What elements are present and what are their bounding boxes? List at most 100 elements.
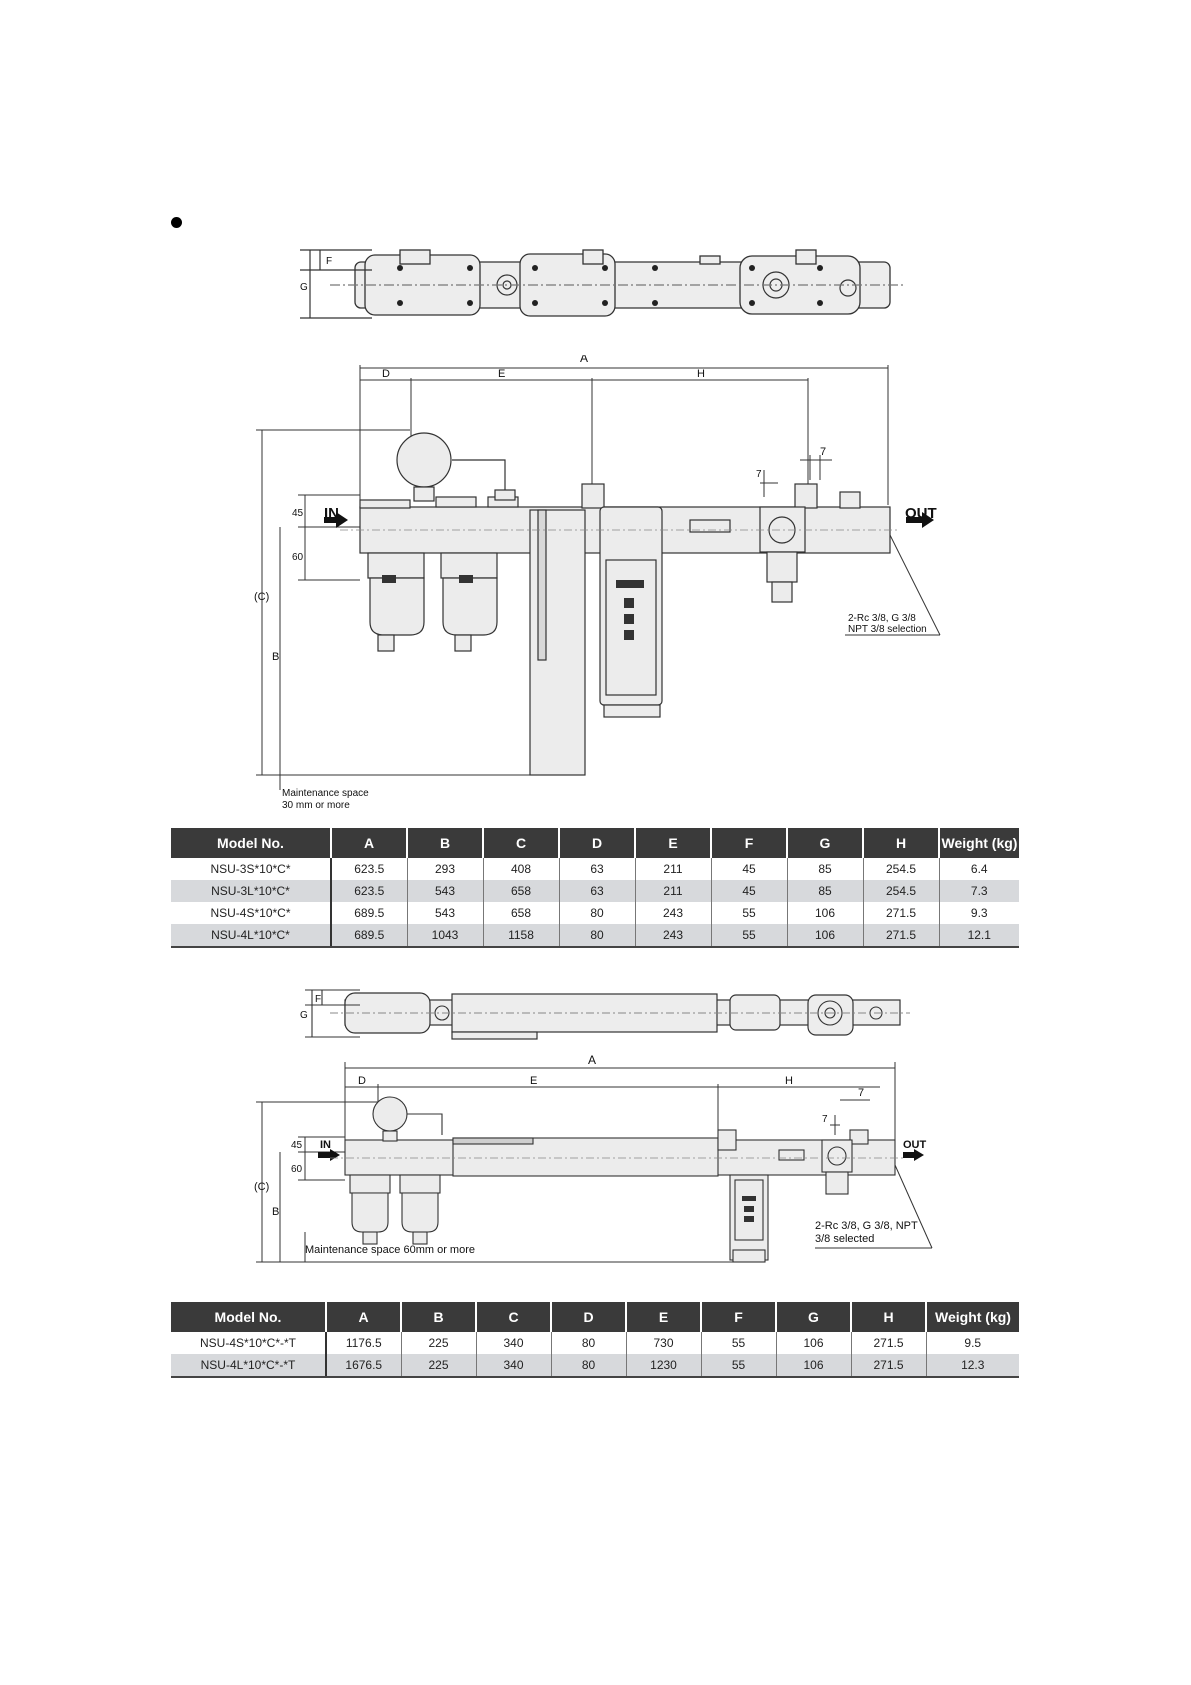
dim-C-label: (C) — [254, 591, 269, 603]
dimension-cell: 1176.5 — [326, 1332, 402, 1354]
dimension-cell: 12.3 — [926, 1354, 1019, 1378]
dim-7-label: 7 — [820, 446, 826, 458]
dimension-cell: 12.1 — [939, 924, 1019, 948]
outlet-label: OUT — [905, 505, 937, 522]
dimension-cell: 340 — [476, 1332, 552, 1354]
column-header: C — [483, 828, 560, 858]
outlet-label-2: OUT — [903, 1139, 927, 1151]
dimension-cell: 55 — [701, 1332, 777, 1354]
column-header: G — [787, 828, 864, 858]
dimension-cell: 254.5 — [863, 880, 940, 902]
dimension-cell: 689.5 — [331, 902, 408, 924]
dimension-cell: 1043 — [407, 924, 484, 948]
dimension-cell: 623.5 — [331, 858, 408, 880]
column-header: A — [326, 1302, 402, 1332]
dimension-cell: 9.3 — [970, 906, 988, 920]
dimension-cell: 63 — [559, 858, 636, 880]
dimension-cell: 45 — [711, 880, 788, 902]
column-header: G — [776, 1302, 852, 1332]
model-number-cell: NSU-4S*10*C*-*T — [171, 1332, 327, 1354]
dim-C-label-2: (C) — [254, 1181, 269, 1193]
dim-7-label-2: 7 — [858, 1087, 864, 1099]
dim-E-label: E — [498, 368, 505, 380]
dimension-cell: 225 — [401, 1354, 477, 1378]
dimension-cell: 55 — [701, 1354, 777, 1378]
dim-B-label: B — [272, 651, 279, 663]
dim-60-label-2: 60 — [291, 1164, 303, 1175]
dim-H-label: H — [697, 368, 705, 380]
port-spec-line1-2: 2-Rc 3/8, G 3/8, NPT — [815, 1220, 918, 1232]
dimension-cell: 45 — [711, 858, 788, 880]
model-number-cell: NSU-3S*10*C* — [171, 858, 332, 880]
maintenance-space-line1: Maintenance space — [282, 788, 369, 799]
dimension-cell: 80 — [559, 902, 636, 924]
column-header: F — [701, 1302, 777, 1332]
dimension-cell: 85 — [787, 858, 864, 880]
dimension-cell: 80 — [551, 1354, 627, 1378]
model-number-cell: NSU-4S*10*C* — [171, 902, 332, 924]
dimension-cell: 243 — [635, 924, 712, 948]
dim-G-label: G — [300, 282, 308, 293]
top-view-drawing-2: F G — [300, 989, 910, 1040]
top-view-drawing-1: F G — [300, 249, 905, 319]
dimension-cell: 243 — [635, 902, 712, 924]
column-header: B — [407, 828, 484, 858]
maintenance-space-line2: 30 mm or more — [282, 800, 350, 811]
dim-H-label-2: H — [785, 1075, 793, 1087]
column-header: H — [863, 828, 940, 858]
dimension-cell: 543 — [407, 880, 484, 902]
dim-D-label: D — [382, 368, 390, 380]
dimension-cell: 211 — [635, 858, 712, 880]
dimension-cell: 6.4 — [970, 862, 988, 876]
column-header: Model No. — [171, 828, 332, 858]
bullet-point — [171, 217, 182, 228]
dimension-cell: 1158 — [483, 924, 560, 948]
dim-7-vertical-label: 7 — [756, 469, 762, 480]
dim-D-label-2: D — [358, 1075, 366, 1087]
dimension-cell: 293 — [407, 858, 484, 880]
dimension-cell: 80 — [551, 1332, 627, 1354]
dimension-cell: 658 — [483, 902, 560, 924]
column-header: Weight (kg) — [926, 1302, 1019, 1332]
dimension-cell: 106 — [776, 1354, 852, 1378]
dim-G-label-2: G — [300, 1010, 308, 1021]
dimension-cell: 271.5 — [851, 1332, 927, 1354]
dimension-cell: 106 — [787, 924, 864, 948]
dim-E-label-2: E — [530, 1075, 537, 1087]
column-header: C — [476, 1302, 552, 1332]
dimension-cell: 85 — [787, 880, 864, 902]
column-header: H — [851, 1302, 927, 1332]
model-number-cell: NSU-4L*10*C*-*T — [171, 1354, 327, 1378]
dimension-cell: 271.5 — [863, 902, 940, 924]
dim-A-label-2: A — [588, 1053, 596, 1067]
port-spec-line2: NPT 3/8 selection — [848, 624, 927, 635]
port-spec-line1: 2-Rc 3/8, G 3/8 — [848, 613, 916, 624]
maintenance-space-note-2: Maintenance space 60mm or more — [305, 1244, 475, 1256]
dimension-cell: 730 — [626, 1332, 702, 1354]
dimension-cell: 271.5 — [851, 1354, 927, 1378]
front-view-drawing-2: A D E H 7 7 45 60 (C) B IN OUT 2-Rc 3/8,… — [254, 1053, 933, 1263]
front-view-drawing-1: A D E H 7 7 45 60 (C) B IN OUT 2-Rc 3/8,… — [254, 355, 941, 811]
column-header: Weight (kg) — [939, 828, 1019, 858]
dimension-cell: 408 — [483, 858, 560, 880]
dim-45-label-2: 45 — [291, 1140, 303, 1151]
dimension-cell: 55 — [711, 902, 788, 924]
column-header: F — [711, 828, 788, 858]
dim-F-label: F — [326, 256, 332, 267]
column-header: D — [551, 1302, 627, 1332]
model-number-cell: NSU-3L*10*C* — [171, 880, 332, 902]
dimension-cell: 623.5 — [331, 880, 408, 902]
dimension-cell: 211 — [635, 880, 712, 902]
dimension-cell: 106 — [787, 902, 864, 924]
model-number-cell: NSU-4L*10*C* — [171, 924, 332, 948]
dimension-cell: 689.5 — [331, 924, 408, 948]
column-header: E — [635, 828, 712, 858]
